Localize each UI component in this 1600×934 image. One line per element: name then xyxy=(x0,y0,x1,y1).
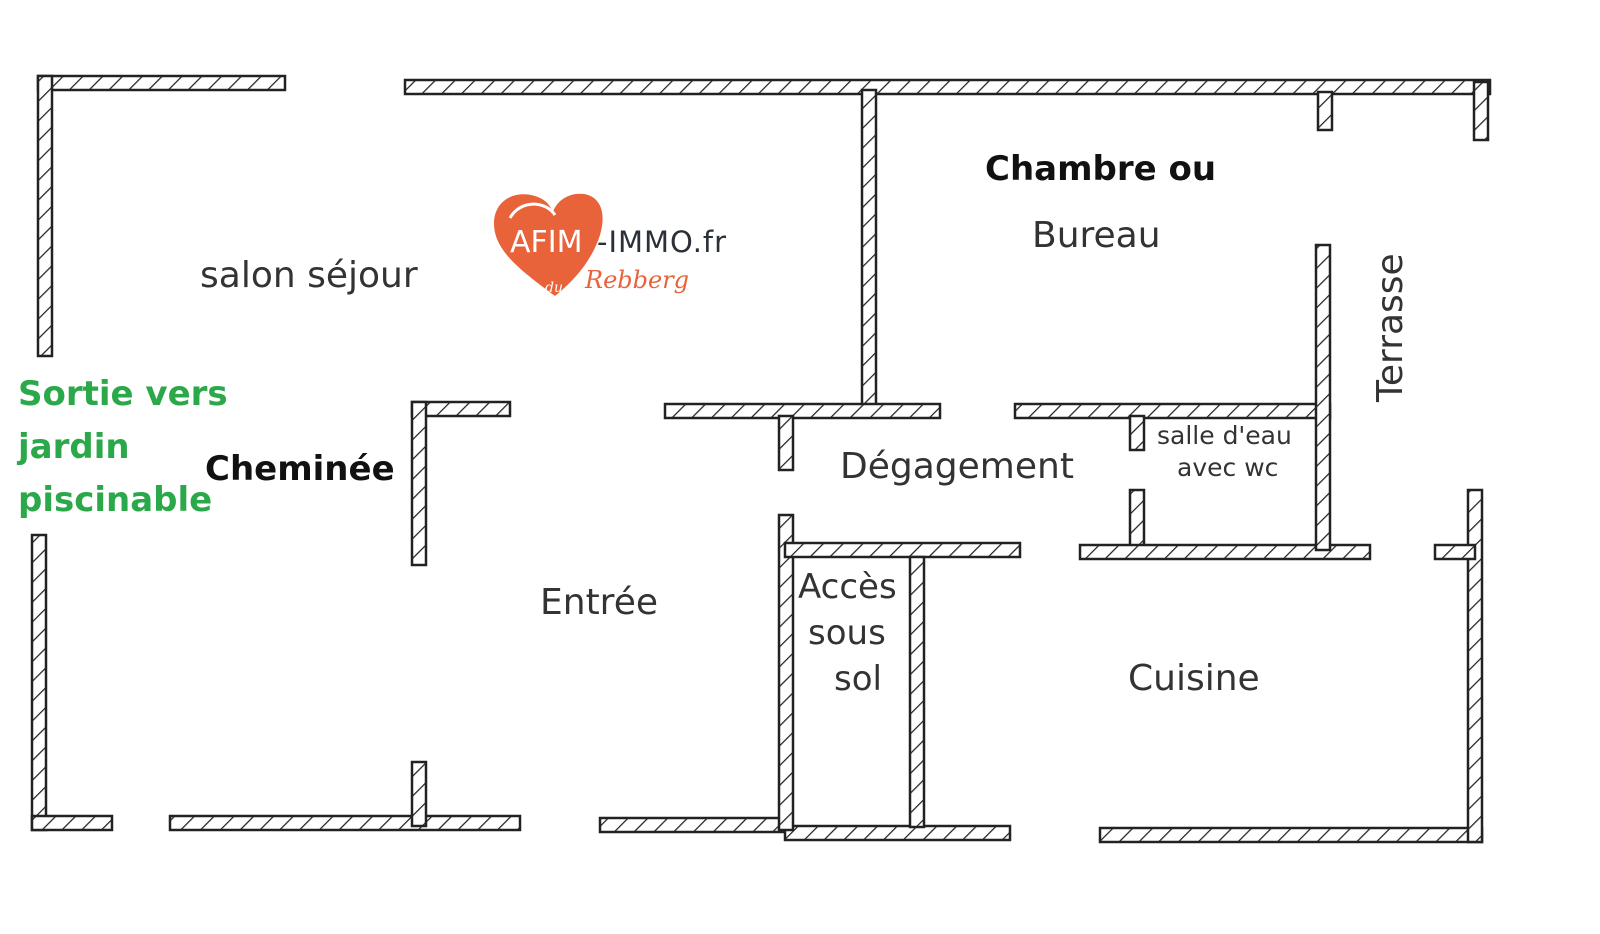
wall xyxy=(1466,488,1484,844)
wall xyxy=(403,78,1492,96)
wall xyxy=(777,414,795,472)
wall xyxy=(1128,488,1146,552)
walls xyxy=(30,74,1492,844)
exit-note: Sortie vers jardin piscinable xyxy=(16,374,228,520)
label-salle-eau-line2: avec wc xyxy=(1177,453,1278,482)
wall xyxy=(30,533,48,832)
label-cuisine: Cuisine xyxy=(1128,658,1260,699)
wall xyxy=(1314,243,1332,552)
label-chambre-line1: Chambre ou xyxy=(985,149,1216,189)
wall xyxy=(36,74,54,358)
wall xyxy=(168,814,522,832)
wall xyxy=(1078,543,1372,561)
agency-logo: AFIM -IMMO.fr du Rebberg xyxy=(493,193,727,296)
label-cheminee: Cheminée xyxy=(205,449,395,489)
exit-note-line2: jardin xyxy=(16,427,130,467)
wall xyxy=(777,513,795,832)
label-acces-line3: sol xyxy=(834,659,882,699)
logo-sub-du: du xyxy=(545,280,563,296)
heart-icon xyxy=(493,193,603,296)
wall xyxy=(783,824,1012,842)
exit-note-line3: piscinable xyxy=(18,480,212,520)
wall xyxy=(1128,414,1146,452)
label-acces-line1: Accès xyxy=(798,567,897,607)
label-salle-eau-line1: salle d'eau xyxy=(1157,421,1292,450)
label-chambre-line2: Bureau xyxy=(1032,215,1161,256)
logo-brand-a: AFIM xyxy=(510,225,583,260)
logo-brand-b: -IMMO.fr xyxy=(597,225,727,259)
wall xyxy=(1433,543,1477,561)
wall xyxy=(783,541,1022,559)
label-acces-line2: sous xyxy=(808,613,886,653)
wall xyxy=(1013,402,1332,420)
wall xyxy=(30,814,114,832)
wall xyxy=(1316,90,1334,132)
room-labels: salon séjour Chambre ou Bureau Terrasse … xyxy=(200,149,1411,699)
wall xyxy=(860,88,878,410)
label-entree: Entrée xyxy=(540,582,658,623)
wall xyxy=(908,555,926,829)
exit-note-line1: Sortie vers xyxy=(18,374,228,414)
wall xyxy=(1472,80,1490,142)
logo-sub-name: Rebberg xyxy=(584,266,689,294)
wall xyxy=(1098,826,1484,844)
wall xyxy=(663,402,942,420)
label-degagement: Dégagement xyxy=(840,446,1074,487)
wall xyxy=(36,74,287,92)
wall xyxy=(598,816,792,834)
label-terrasse: Terrasse xyxy=(1370,253,1411,403)
label-salon: salon séjour xyxy=(200,255,418,296)
wall xyxy=(410,400,428,567)
wall xyxy=(410,760,428,828)
